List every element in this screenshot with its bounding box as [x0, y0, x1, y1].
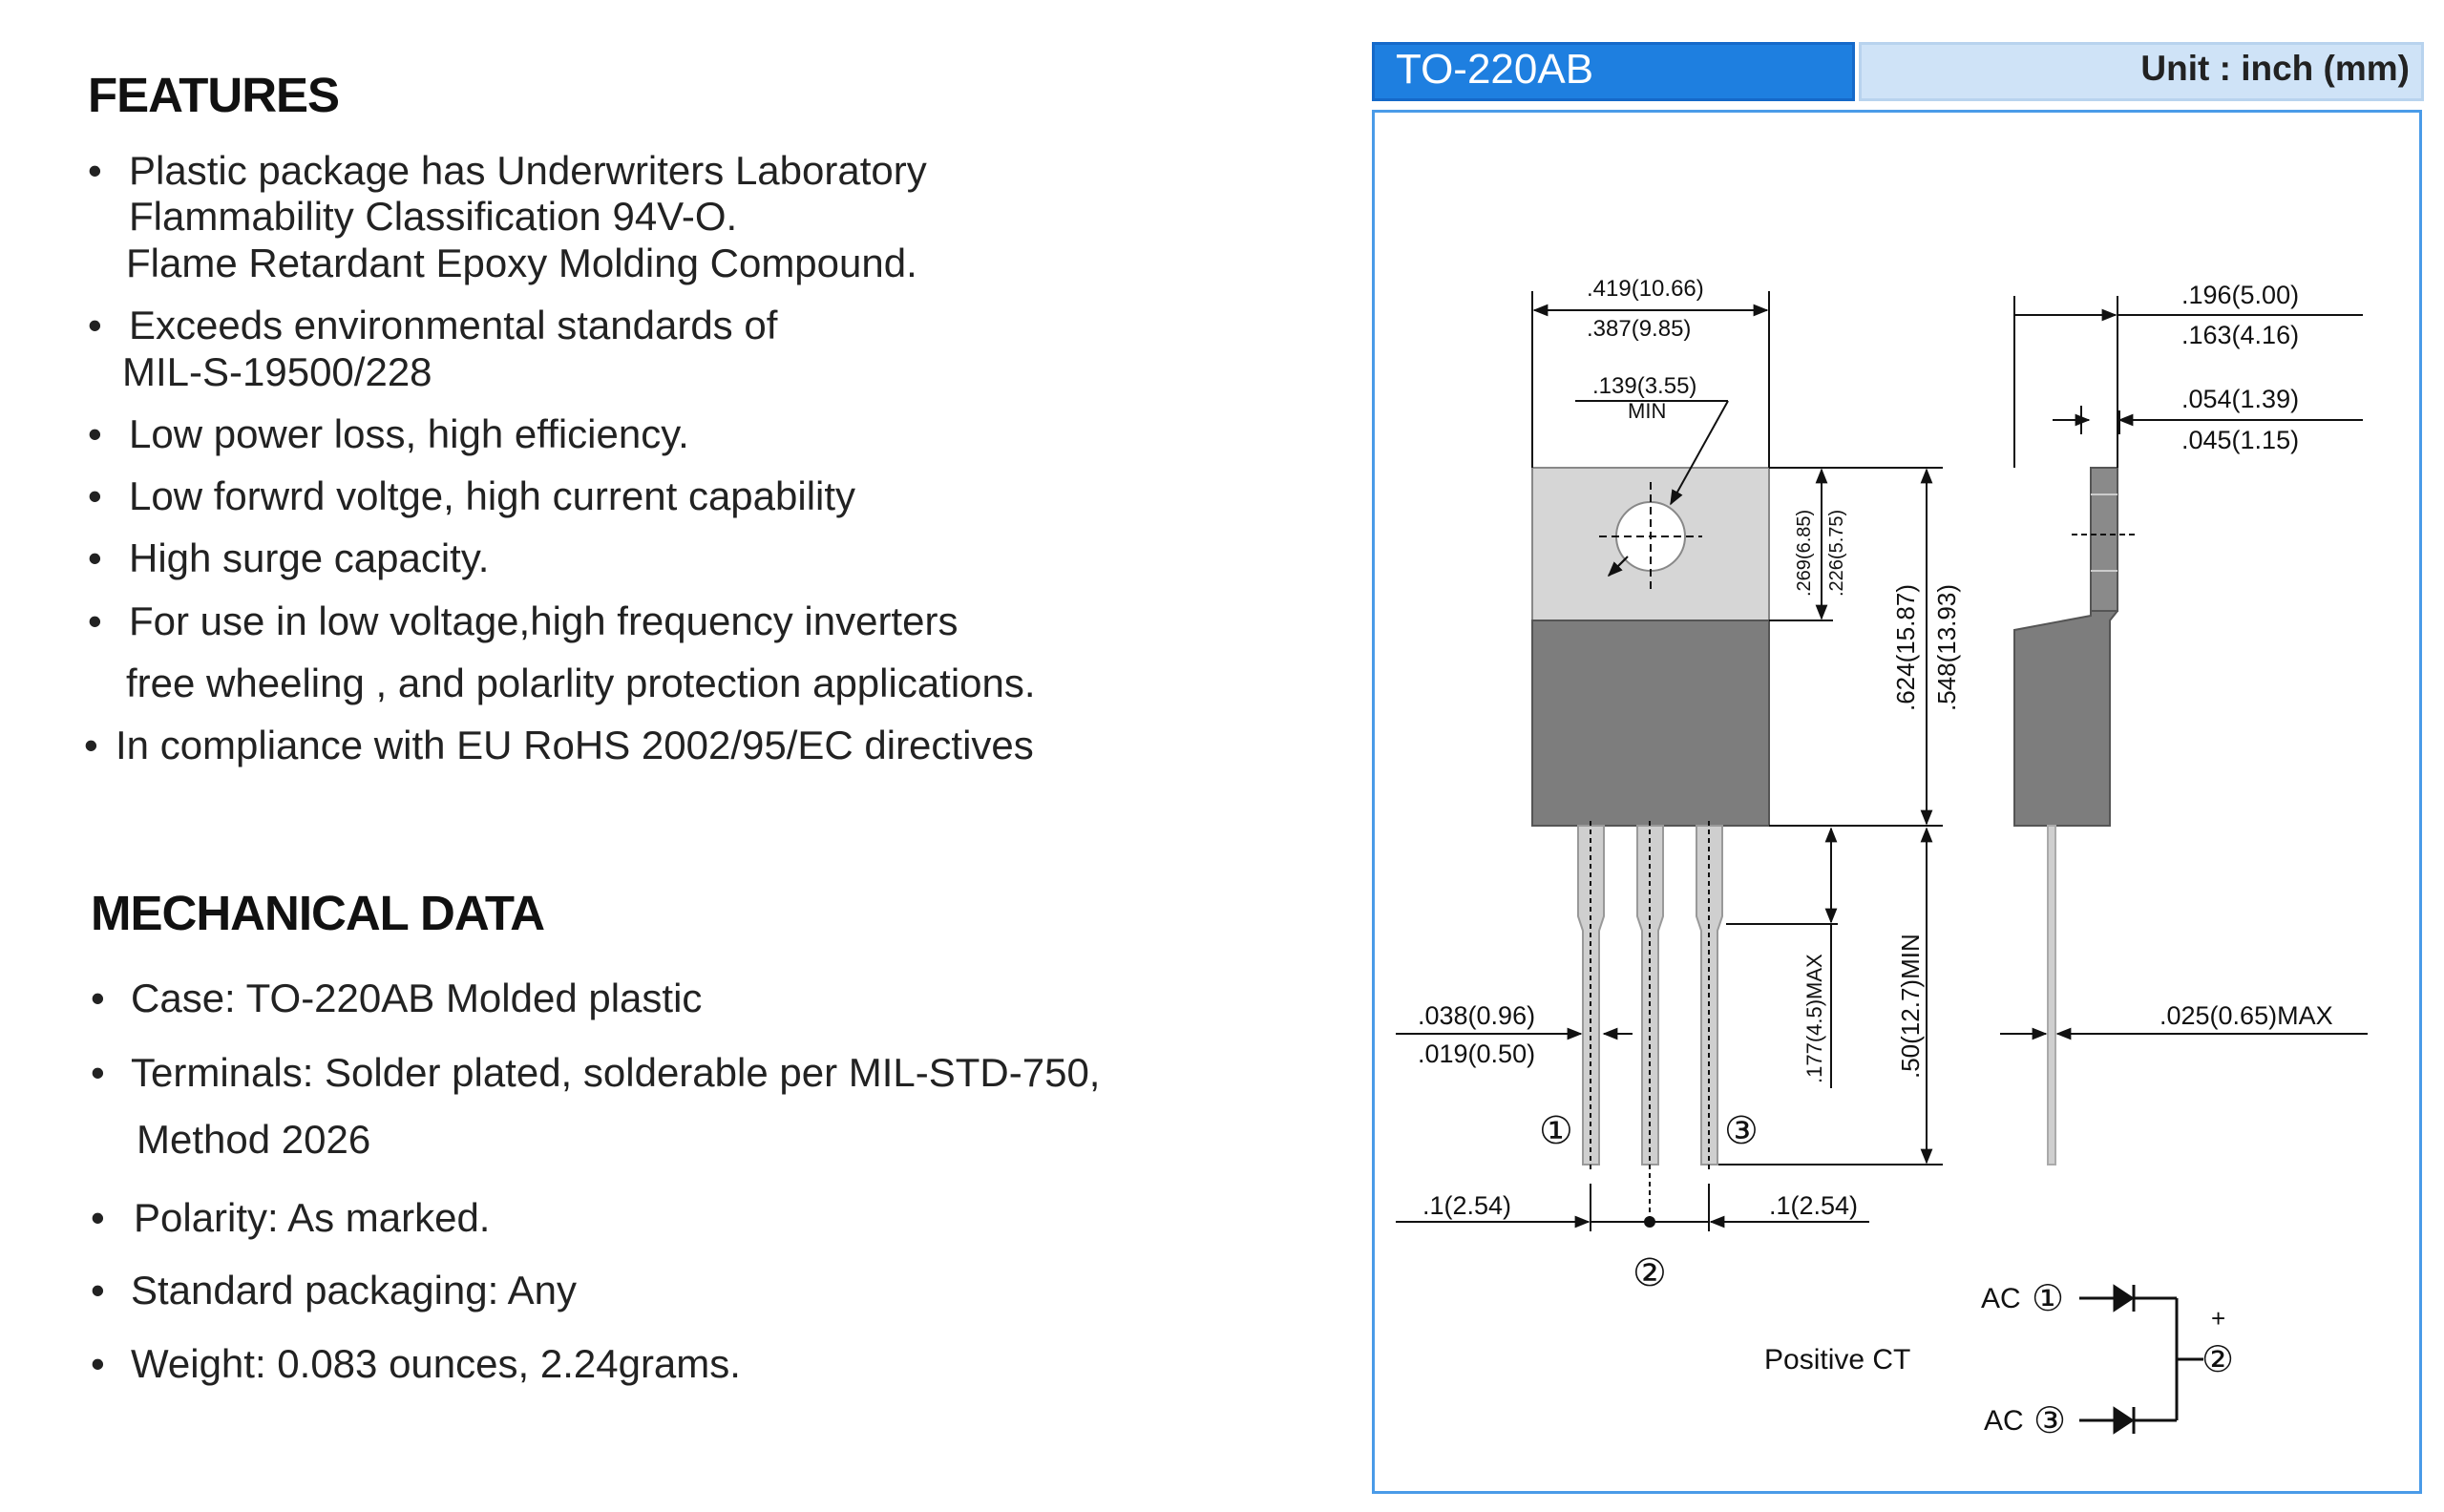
epoxy-body: [1531, 620, 1770, 827]
bullet: •: [88, 536, 102, 580]
feature-line: MIL-S-19500/228: [122, 349, 432, 394]
lead: [1577, 825, 1723, 1166]
mechanical-line: Standard packaging: Any: [131, 1268, 578, 1312]
feature-line: Low forwrd voltge, high current capabili…: [129, 473, 856, 518]
text-column: FEATURES • Plastic package has Underwrit…: [84, 68, 1101, 1386]
dimension-labels: .419(10.66) .387(9.85) .139(3.55) MIN .2…: [1418, 276, 2333, 1220]
bullet: •: [91, 1341, 105, 1386]
feature-line: Exceeds environmental standards of: [129, 303, 778, 347]
front-view: [1396, 291, 1943, 1231]
dim-hole-dia: .139(3.55): [1592, 373, 1696, 399]
dim-lead-t: .025(0.65)MAX: [2160, 1001, 2333, 1030]
bullet: •: [91, 1050, 105, 1095]
pin-labels: ① ③ ②: [1539, 1110, 1759, 1294]
dim-thick-max: .196(5.00): [2181, 281, 2299, 309]
dim-tab-t-max: .054(1.39): [2181, 385, 2299, 413]
unit-label: Unit : inch (mm): [2140, 49, 2410, 88]
feature-line: free wheeling , and polarlity protection…: [126, 661, 1036, 705]
dim-pitch-left: .1(2.54): [1422, 1191, 1511, 1220]
bullet: •: [91, 976, 105, 1020]
bullet: •: [88, 473, 102, 518]
dim-hole-min: MIN: [1628, 399, 1666, 423]
bullet: •: [88, 303, 102, 347]
mechanical-line: Case: TO-220AB Molded plastic: [131, 976, 703, 1020]
circuit-type-label: Positive CT: [1764, 1344, 1910, 1376]
package-header-bar: [1372, 42, 1855, 101]
dim-tab-t-min: .045(1.15): [2181, 426, 2299, 454]
dim-pitch-right: .1(2.54): [1769, 1191, 1858, 1220]
dim-shoulder: .177(4.5)MAX: [1802, 954, 1826, 1083]
pin-3-label: ③: [1724, 1110, 1759, 1152]
circuit-schematic: [2079, 1284, 2203, 1435]
features-heading: FEATURES: [88, 68, 340, 122]
circuit-labels: Positive CT AC AC ① ③ ② +: [1764, 1279, 2234, 1441]
mechanical-line: Terminals: Solder plated, solderable per…: [131, 1050, 1101, 1095]
mechanical-line: Method 2026: [137, 1117, 371, 1162]
feature-line: High surge capacity.: [129, 536, 490, 580]
bullet: •: [88, 411, 102, 456]
feature-line: In compliance with EU RoHS 2002/95/EC di…: [116, 723, 1034, 767]
mechanical-line: Weight: 0.083 ounces, 2.24grams.: [131, 1341, 741, 1386]
circuit-pin-1: ①: [2032, 1279, 2064, 1319]
dim-thick-min: .163(4.16): [2181, 321, 2299, 349]
bullet: •: [91, 1195, 105, 1240]
dim-body-h-max: .624(15.87): [1891, 584, 1920, 711]
dim-lead-w-max: .038(0.96): [1418, 1001, 1535, 1030]
dim-tab-h-max: .269(6.85): [1794, 510, 1815, 597]
feature-line: Flame Retardant Epoxy Molding Compound.: [126, 241, 917, 285]
pin-1-label: ①: [1539, 1110, 1573, 1152]
feature-line: Plastic package has Underwriters Laborat…: [129, 148, 927, 193]
ac-label-bottom: AC: [1984, 1405, 2024, 1437]
pin-2-label: ②: [1633, 1252, 1667, 1294]
circuit-pin-2: ②: [2202, 1340, 2234, 1380]
dim-width-min: .387(9.85): [1587, 316, 1691, 342]
package-name: TO-220AB: [1396, 46, 1594, 93]
dim-lead-len: .50(12.7)MIN: [1896, 934, 1925, 1079]
bullet: •: [88, 598, 102, 643]
dim-width-max: .419(10.66): [1587, 276, 1704, 302]
ac-label-top: AC: [1981, 1283, 2021, 1314]
bullet: •: [91, 1268, 105, 1312]
circuit-pin-3: ③: [2033, 1401, 2066, 1441]
bullet: •: [84, 723, 98, 767]
dim-tab-h-min: .226(5.75): [1826, 510, 1847, 597]
dim-lead-w-min: .019(0.50): [1418, 1040, 1535, 1068]
unit-header-bar: [1859, 42, 2424, 101]
side-view: [2000, 296, 2368, 1166]
mechanical-heading: MECHANICAL DATA: [91, 886, 545, 940]
feature-line: Low power loss, high efficiency.: [129, 411, 689, 456]
bullet: •: [88, 148, 102, 193]
mechanical-line: Polarity: As marked.: [134, 1195, 491, 1240]
feature-line: Flammability Classification 94V-O.: [129, 194, 738, 239]
feature-line: For use in low voltage,high frequency in…: [129, 598, 959, 643]
dim-body-h-min: .548(13.93): [1932, 584, 1961, 711]
plus-sign: +: [2211, 1304, 2225, 1333]
